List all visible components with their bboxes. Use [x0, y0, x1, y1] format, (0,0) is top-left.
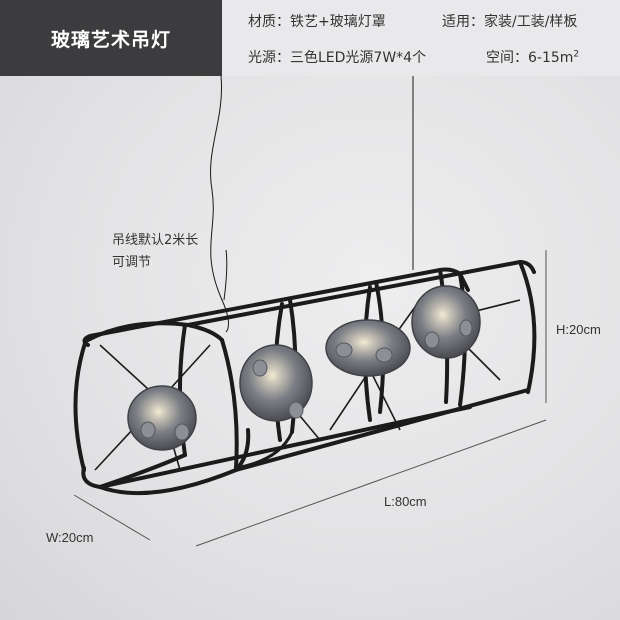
wire-note-line2: 可调节: [112, 255, 152, 270]
glass-shade-1: [127, 385, 197, 451]
title-banner: 玻璃艺术吊灯: [0, 0, 222, 76]
spec-light-source: 光源：三色LED光源7W*4个: [248, 50, 427, 66]
width-dimension: W:20cm: [46, 530, 94, 545]
dimension-lines: [73, 250, 547, 547]
spec-space-unit-sup: 2: [573, 49, 580, 60]
spec-usage: 适用：家装/工装/样板: [442, 14, 578, 30]
length-dimension: L:80cm: [384, 494, 427, 509]
glass-shade-3: [325, 319, 411, 377]
spec-space: 空间：6-15m2: [486, 47, 579, 67]
spec-space-text: 空间：6-15m: [486, 50, 574, 66]
wire-length-note: 吊线默认2米长 可调节: [112, 230, 198, 274]
wire-note-line1: 吊线默认2米长: [112, 233, 199, 248]
spec-header: 玻璃艺术吊灯 材质：铁艺+玻璃灯罩 适用：家装/工装/样板 光源：三色LED光源…: [0, 0, 620, 76]
height-dimension: H:20cm: [556, 322, 601, 337]
glass-shades: [127, 285, 481, 451]
spec-material: 材质：铁艺+玻璃灯罩: [248, 14, 386, 30]
product-title: 玻璃艺术吊灯: [50, 28, 171, 51]
